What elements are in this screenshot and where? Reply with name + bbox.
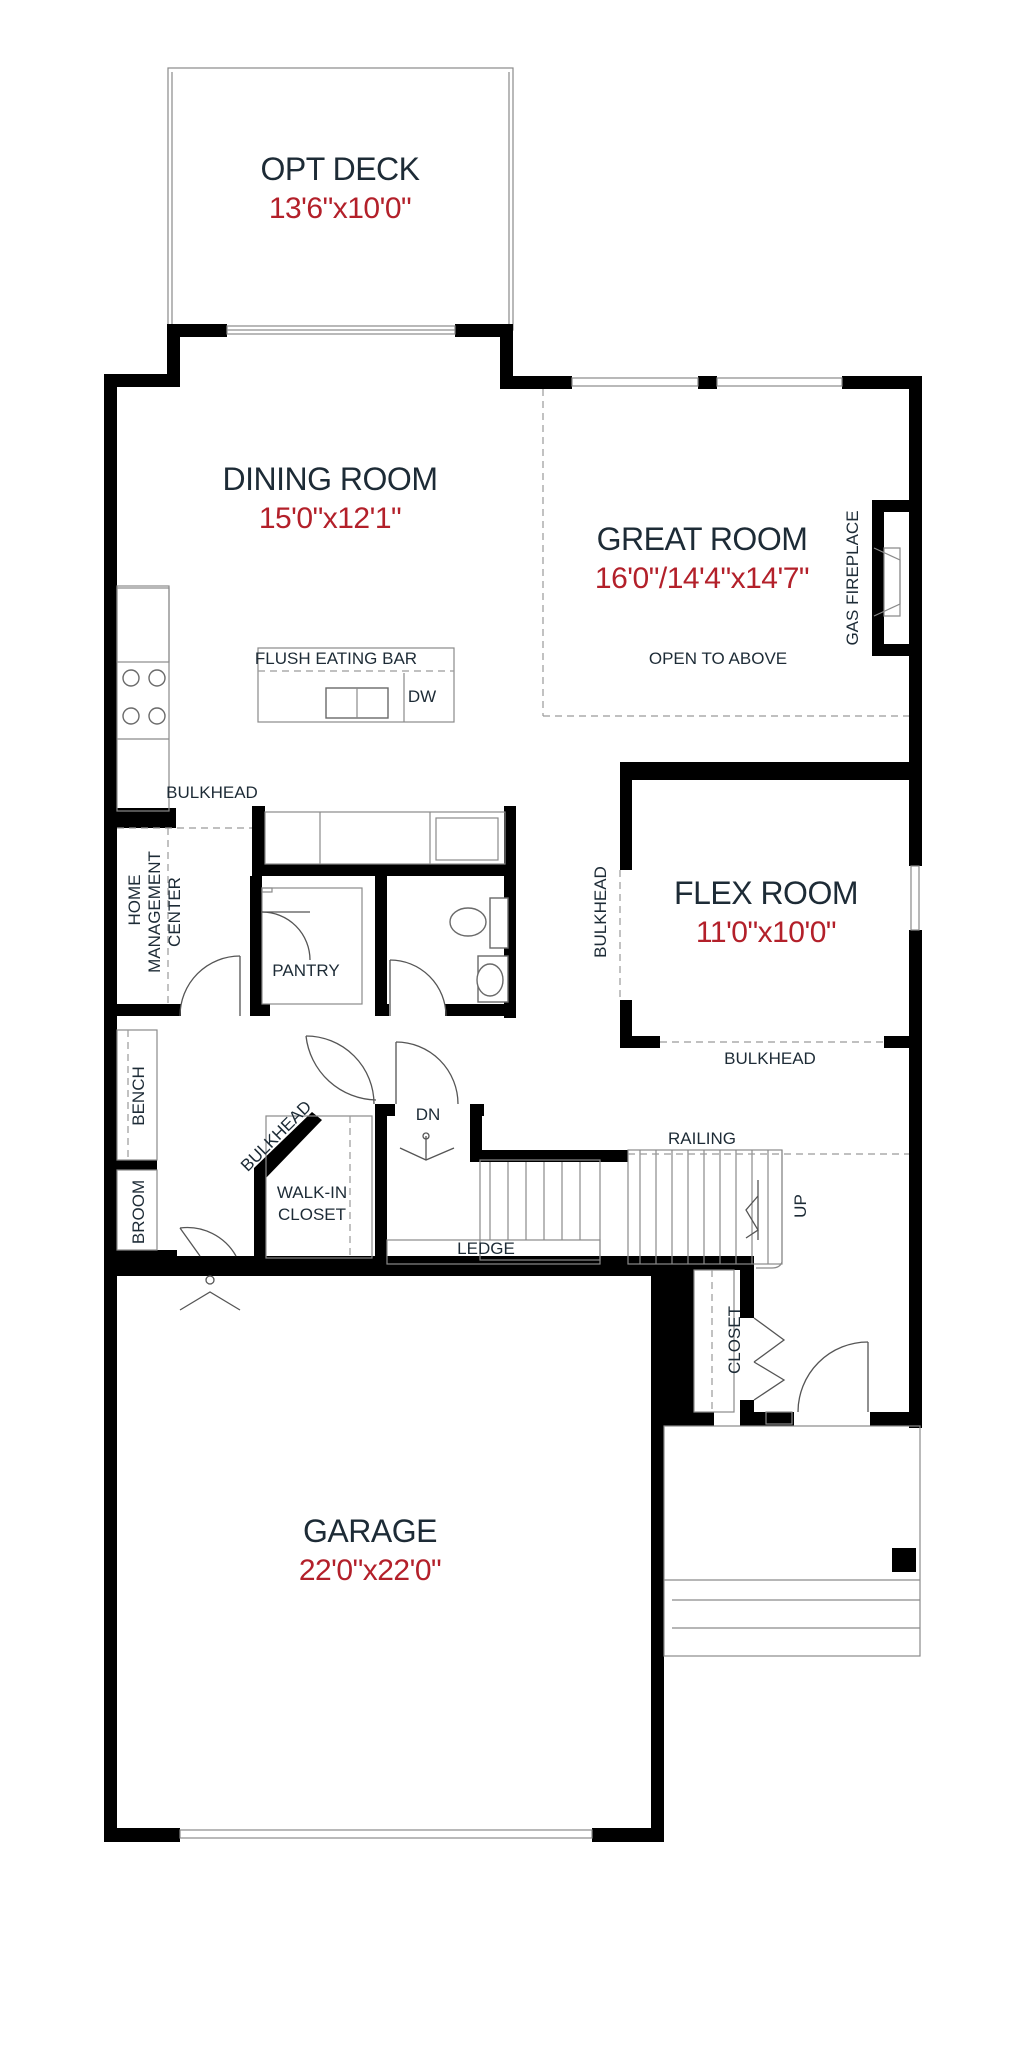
walk-in-closet-label-line1: WALK-IN	[277, 1183, 347, 1202]
dining-name: DINING ROOM	[223, 461, 438, 497]
kitchen-fixtures	[116, 585, 506, 1004]
walk-in-closet-label-line2: CLOSET	[278, 1205, 346, 1224]
flex-room-name: FLEX ROOM	[674, 875, 858, 911]
hmc-label-line2: MANAGEMENT	[145, 851, 164, 973]
garage-name: GARAGE	[303, 1513, 437, 1549]
great-room-name: GREAT ROOM	[597, 521, 808, 557]
deck-outline	[167, 67, 514, 331]
stairs	[386, 1132, 909, 1269]
bulkhead-flex-bottom-label: BULKHEAD	[724, 1049, 816, 1068]
dn-label: DN	[416, 1105, 441, 1124]
garage-size: 22'0"x22'0"	[299, 1554, 441, 1587]
walk-in-closet-outline	[265, 1115, 373, 1259]
hmc-label-line1: HOME	[125, 875, 144, 926]
room-labels: OPT DECK 13'6"x10'0" DINING ROOM 15'0"x1…	[125, 151, 862, 1587]
great-room-size: 16'0"/14'4"x14'7"	[595, 562, 809, 595]
dw-label: DW	[408, 687, 436, 706]
flex-room-size: 11'0"x10'0"	[696, 916, 836, 949]
bulkhead-kitchen-label: BULKHEAD	[166, 783, 258, 802]
ledge-label: LEDGE	[457, 1239, 515, 1258]
bulkhead-flex-label: BULKHEAD	[591, 866, 610, 958]
bench-area	[116, 1029, 459, 1311]
railing-label: RAILING	[668, 1129, 736, 1148]
open-to-above-label: OPEN TO ABOVE	[649, 649, 787, 668]
pantry-label: PANTRY	[272, 961, 339, 980]
hmc-label-line3: CENTER	[165, 877, 184, 947]
flush-eating-bar-label: FLUSH EATING BAR	[255, 649, 417, 668]
gas-fireplace-label: GAS FIREPLACE	[843, 510, 862, 645]
front-entry	[663, 1269, 921, 1657]
deck-name: OPT DECK	[261, 151, 420, 187]
bench-label: BENCH	[129, 1066, 148, 1126]
closet-label: CLOSET	[725, 1306, 744, 1374]
fireplace-hearth	[883, 547, 901, 617]
interior-walls	[104, 762, 922, 1426]
broom-label: BROOM	[129, 1180, 148, 1244]
deck-size: 13'6"x10'0"	[269, 192, 411, 225]
fireplace-insert	[873, 547, 901, 617]
exterior-walls	[104, 324, 922, 1842]
pantry-and-powder	[179, 887, 509, 1017]
dining-size: 15'0"x12'1"	[259, 502, 401, 535]
up-label: UP	[791, 1194, 810, 1218]
